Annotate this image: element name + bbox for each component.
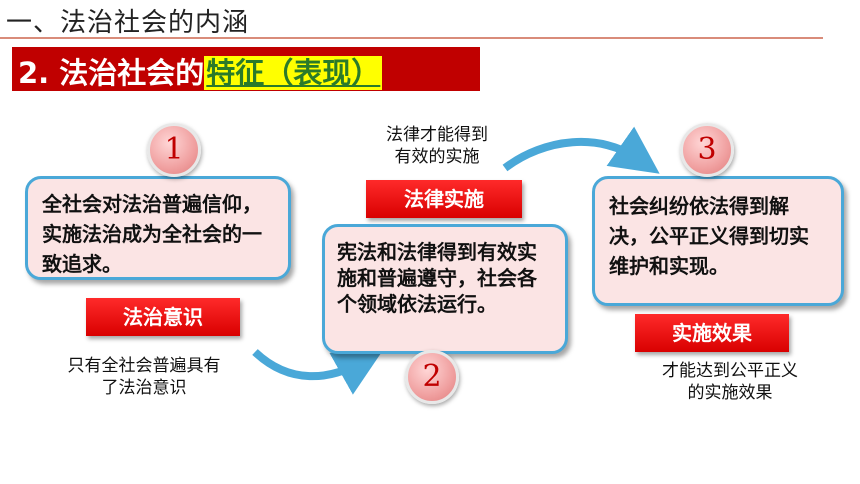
heading-prefix: 2. 法治社会的 [18, 56, 205, 90]
step-2-number: 2 [405, 350, 459, 404]
step-1-note-line1: 只有全社会普遍具有 [67, 356, 221, 376]
heading-title: 2. 法治社会的特征（表现） [18, 50, 383, 92]
section-title: 一、法治社会的内涵 [6, 8, 250, 38]
step-1-note: 只有全社会普遍具有 了法治意识 [44, 355, 244, 399]
step-1-tag: 法治意识 [86, 298, 240, 336]
step-3-note: 才能达到公平正义 的实施效果 [632, 360, 828, 404]
title-divider [0, 37, 823, 39]
step-3-note-line2: 的实施效果 [687, 383, 773, 403]
step-3-tag: 实施效果 [635, 314, 789, 352]
heading-highlight: 特征（表现） [204, 56, 383, 90]
step-2-note-line2: 有效的实施 [394, 147, 480, 167]
step-1-card: 全社会对法治普遍信仰，实施法治成为全社会的一致追求。 [25, 176, 291, 280]
step-3-note-line1: 才能达到公平正义 [662, 361, 798, 381]
arrow-2-to-3 [502, 126, 660, 174]
step-2-note: 法律才能得到 有效的实施 [372, 124, 502, 168]
step-2-note-line1: 法律才能得到 [386, 125, 488, 145]
step-3-number: 3 [680, 123, 734, 177]
step-3-card: 社会纠纷依法得到解决，公平正义得到切实维护和实现。 [592, 176, 844, 306]
step-2-card: 宪法和法律得到有效实施和普遍遵守，社会各个领域依法运行。 [322, 224, 568, 354]
step-1-note-line2: 了法治意识 [101, 378, 187, 398]
step-1-number: 1 [147, 123, 201, 177]
arrow-1-to-2 [252, 349, 383, 395]
step-2-tag: 法律实施 [366, 180, 522, 218]
